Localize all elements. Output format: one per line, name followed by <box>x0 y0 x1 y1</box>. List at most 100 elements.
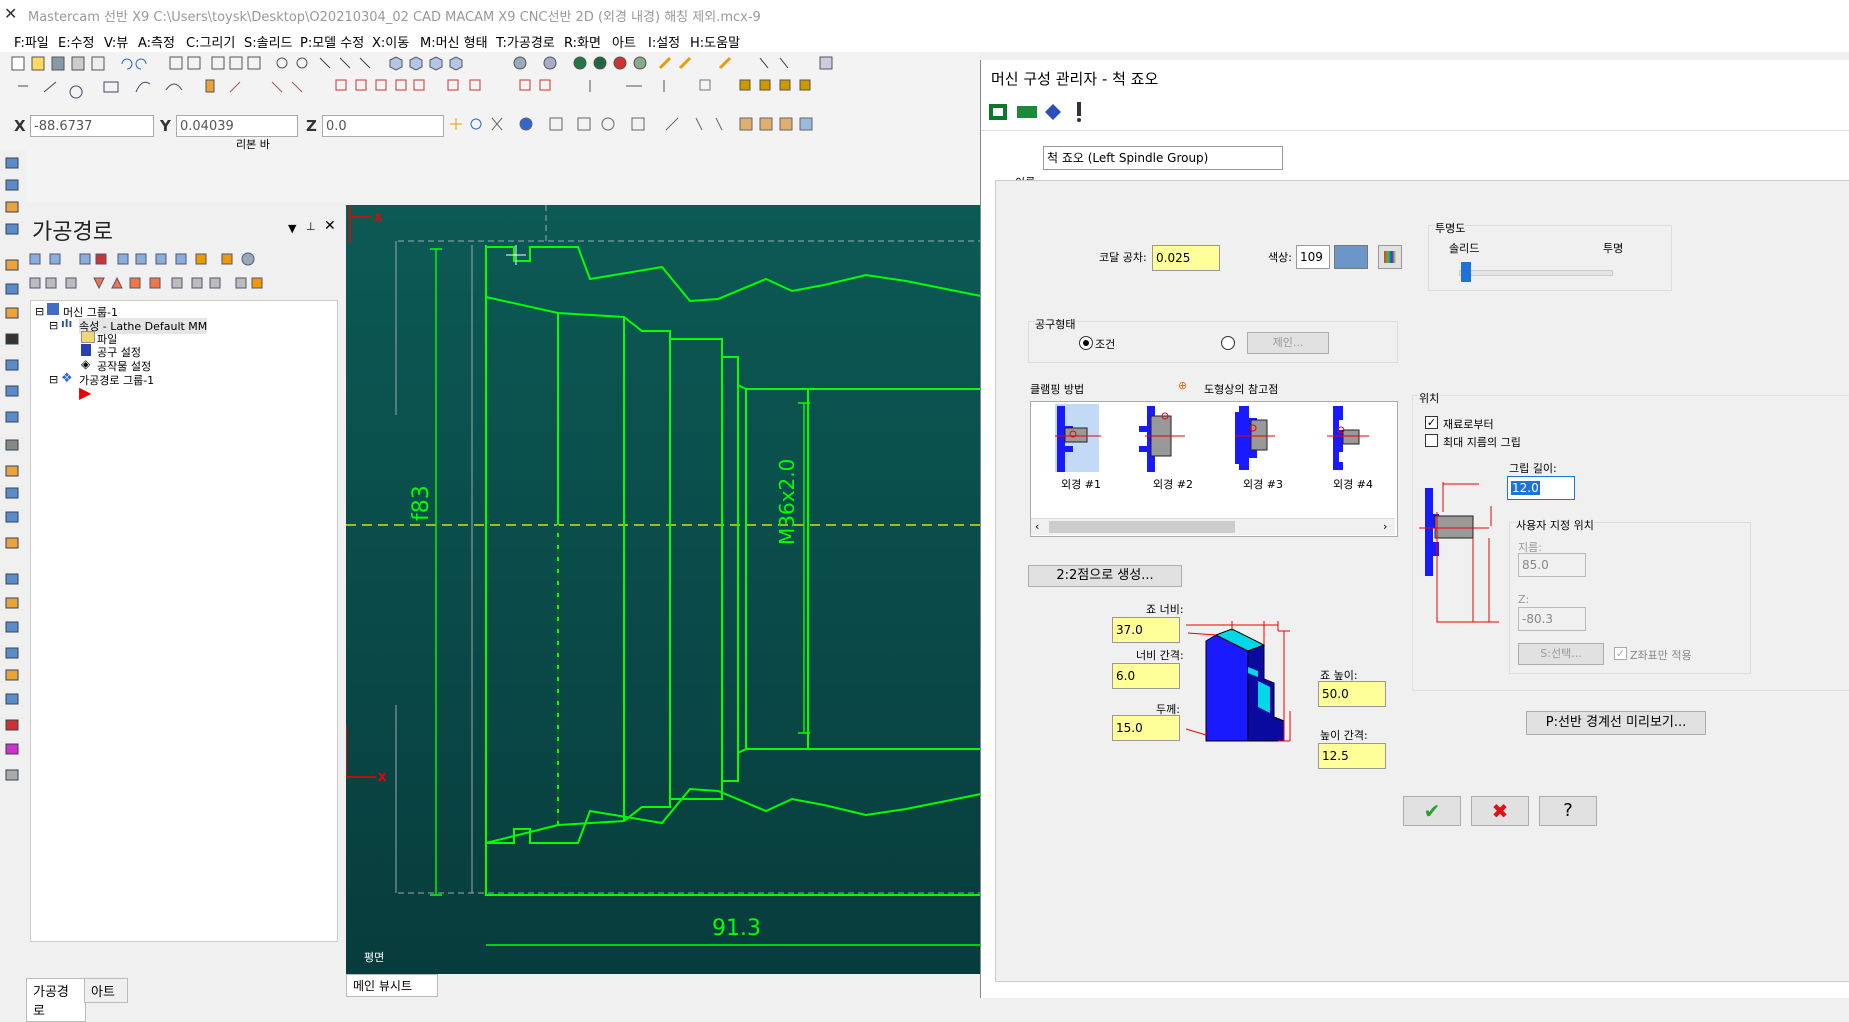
graphics-viewport[interactable]: Y X C X Y f83 M36x2.0 91.3 평면 <box>346 205 986 974</box>
cancel-button[interactable]: ✖ <box>1471 796 1529 826</box>
clamp-option-icons[interactable] <box>1055 406 1405 476</box>
z-only-checkbox[interactable]: ✓ <box>1614 647 1627 660</box>
panel-close-icon[interactable]: ✕ <box>324 218 336 234</box>
clamp-option-2-label[interactable]: 외경 #2 <box>1153 476 1193 492</box>
select-button[interactable]: S:선택... <box>1518 643 1604 665</box>
toolbar-area <box>0 52 980 108</box>
menu-settings[interactable]: I:설정 <box>648 32 680 51</box>
menu-toolpaths[interactable]: T:가공경로 <box>496 32 555 51</box>
mastercam-logo-icon: ✕ <box>4 4 22 22</box>
tree-collapse-icon[interactable]: ⊟ <box>49 373 58 386</box>
clamp-option-3-label[interactable]: 외경 #3 <box>1243 476 1283 492</box>
toolbar-icons[interactable] <box>0 52 980 108</box>
jaw-height-input[interactable]: 50.0 <box>1318 681 1386 707</box>
help-button[interactable]: ? <box>1539 796 1597 826</box>
user-position-title: 사용자 지정 위치 <box>1516 517 1594 533</box>
dialog-title: 머신 구성 관리자 - 척 죠오 <box>991 68 1158 89</box>
clamping-method-label: 클램핑 방법 <box>1030 381 1084 397</box>
tree-collapse-icon[interactable]: ⊟ <box>49 319 58 332</box>
height-step-input[interactable]: 12.5 <box>1318 743 1386 769</box>
menu-file[interactable]: F:파일 <box>14 32 49 51</box>
left-strip-icons[interactable] <box>0 150 26 810</box>
preview-boundary-button[interactable]: P:선반 경계선 미리보기... <box>1526 711 1706 735</box>
reference-point-icon: ⊕ <box>1178 379 1187 392</box>
clamp-option-1-label[interactable]: 외경 #1 <box>1061 476 1101 492</box>
tree-collapse-icon[interactable]: ⊟ <box>35 305 44 318</box>
transparency-title: 투명도 <box>1435 220 1465 236</box>
menu-analyze[interactable]: A:측정 <box>138 32 175 51</box>
menu-screen[interactable]: R:화면 <box>564 32 601 51</box>
menu-machine-type[interactable]: M:머신 형태 <box>420 32 488 51</box>
clamping-options-list: 외경 #1 외경 #2 외경 #3 외경 #4 ‹ › <box>1030 401 1398 537</box>
help-icon: ? <box>1563 800 1573 821</box>
dimension-thread: M36x2.0 <box>775 459 799 545</box>
tool-icon <box>81 344 91 356</box>
transparency-slider-thumb[interactable] <box>1461 262 1471 282</box>
width-step-label: 너비 간격: <box>1136 647 1184 663</box>
window-title: Mastercam 선반 X9 C:\Users\toysk\Desktop\O… <box>28 6 761 25</box>
z-label: Z <box>306 117 317 135</box>
ok-button[interactable]: ✔ <box>1403 796 1461 826</box>
menu-view[interactable]: V:뷰 <box>104 32 128 51</box>
tab-main-viewsheet[interactable]: 메인 뷰시트 <box>346 974 438 997</box>
autocursor-icons[interactable] <box>450 114 840 136</box>
panel-title: 가공경로 <box>32 214 113 246</box>
folder-icon <box>81 331 95 343</box>
z-coordinate-input[interactable]: 0.0 <box>322 115 444 137</box>
machine-group-icon <box>47 303 59 315</box>
dimension-length: 91.3 <box>712 916 761 941</box>
menu-draw[interactable]: C:그리기 <box>186 32 235 51</box>
menu-bar: F:파일 E:수정 V:뷰 A:측정 C:그리기 S:솔리드 P:모델 수정 X… <box>0 28 1849 52</box>
make-button[interactable]: 제인... <box>1247 332 1329 354</box>
tool-type-group: 공구형태 조건 제인... <box>1028 321 1398 363</box>
width-step-input[interactable]: 6.0 <box>1112 663 1180 689</box>
menu-xform[interactable]: X:이동 <box>372 32 409 51</box>
x-coordinate-input[interactable]: -88.6737 <box>30 115 154 137</box>
diameter-input[interactable]: 85.0 <box>1518 553 1586 577</box>
dialog-body: 코달 공차: 0.025 색상: 109 투명도 솔리드 투명 공구형태 조건 … <box>995 180 1849 982</box>
menu-help[interactable]: H:도움말 <box>690 32 740 51</box>
clamp-list-scrollbar[interactable]: ‹ › <box>1031 518 1395 535</box>
menu-solids[interactable]: S:솔리드 <box>244 32 293 51</box>
properties-icon: ılı <box>61 317 72 330</box>
scroll-right-icon[interactable]: › <box>1383 520 1387 533</box>
tab-toolpaths[interactable]: 가공경로 <box>26 978 86 1022</box>
panel-pin-icon[interactable]: ⊥ <box>306 220 316 233</box>
menu-model-prep[interactable]: P:모델 수정 <box>300 32 364 51</box>
stock-icon: ◈ <box>81 357 90 371</box>
from-stock-checkbox[interactable]: ✓ <box>1425 416 1438 429</box>
create-2point-button[interactable]: 2:2점으로 생성... <box>1028 565 1182 587</box>
transparency-track <box>1459 270 1613 276</box>
tolerance-input[interactable]: 0.025 <box>1152 245 1220 271</box>
menu-edit[interactable]: E:수정 <box>58 32 95 51</box>
toolpath-group-icon: ❖ <box>61 371 73 386</box>
y-coordinate-input[interactable]: 0.04039 <box>176 115 298 137</box>
reference-point-label: 도형상의 참고점 <box>1204 381 1278 397</box>
thickness-input[interactable]: 15.0 <box>1112 715 1180 741</box>
name-input[interactable]: 척 죠오 (Left Spindle Group) <box>1043 146 1283 170</box>
color-picker-button[interactable] <box>1378 245 1402 269</box>
color-swatch[interactable] <box>1334 245 1368 269</box>
radio-parameter[interactable] <box>1079 336 1093 350</box>
tab-art[interactable]: 아트 <box>84 978 128 1003</box>
color-number-input[interactable]: 109 <box>1296 245 1330 269</box>
scroll-left-icon[interactable]: ‹ <box>1035 520 1039 533</box>
user-position-group: 사용자 지정 위치 지름: 85.0 Z: -80.3 S:선택... ✓ Z좌… <box>1509 522 1751 674</box>
left-icon-strip <box>0 150 26 998</box>
grip-max-diameter-checkbox[interactable] <box>1425 434 1438 447</box>
jaw-width-input[interactable]: 37.0 <box>1112 617 1180 643</box>
menu-art[interactable]: 아트 <box>612 32 636 51</box>
radio-custom[interactable] <box>1221 336 1235 350</box>
jaw-diagram <box>1186 621 1326 751</box>
z-input[interactable]: -80.3 <box>1518 607 1586 631</box>
palette-icon <box>1384 251 1396 263</box>
dialog-toolbar[interactable] <box>985 98 1095 126</box>
toolpath-panel-toolbar[interactable] <box>26 248 326 296</box>
dialog-separator <box>981 130 1849 131</box>
cross-icon: ✖ <box>1492 799 1509 823</box>
scroll-thumb[interactable] <box>1049 521 1235 533</box>
tool-type-title: 공구형태 <box>1035 316 1075 332</box>
clamp-option-4-label[interactable]: 외경 #4 <box>1333 476 1373 492</box>
panel-dropdown-icon[interactable]: ▼ <box>288 222 296 235</box>
tolerance-label: 코달 공차: <box>1099 249 1147 265</box>
